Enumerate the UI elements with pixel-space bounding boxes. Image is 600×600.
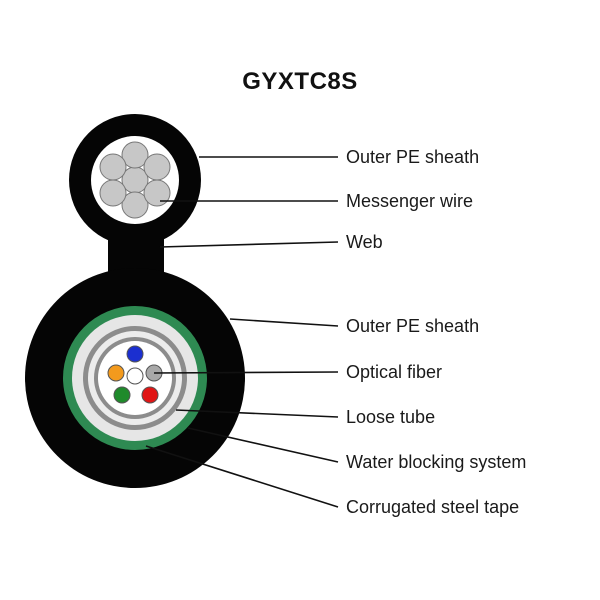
strand-bottom (121, 191, 149, 219)
leader-optical-fiber (153, 371, 339, 374)
messenger-wire-strands (99, 141, 171, 219)
strand-lower-left (99, 179, 127, 207)
leader-corrugated-steel-tape (145, 445, 339, 508)
label-corrugated-steel-tape: Corrugated steel tape (346, 497, 520, 517)
strand-upper-left (99, 153, 127, 181)
label-optical-fiber: Optical fiber (346, 362, 443, 382)
leader-loose-tube (175, 409, 339, 418)
fiber-white (126, 367, 144, 385)
optical-fibers (107, 345, 163, 404)
leader-web (159, 241, 339, 248)
fiber-blue (126, 345, 144, 363)
leader-outer-pe-sheath-bottom (229, 318, 339, 327)
label-outer-pe-sheath-top: Outer PE sheath (346, 147, 480, 167)
label-messenger-wire: Messenger wire (346, 191, 474, 211)
strand-upper-right (143, 153, 171, 181)
leader-water-blocking-system (187, 427, 339, 463)
label-outer-pe-sheath-bottom: Outer PE sheath (346, 316, 480, 336)
label-water-blocking-system: Water blocking system (346, 452, 527, 472)
strand-lower-right (143, 179, 171, 207)
fiber-green (113, 386, 131, 404)
label-web: Web (346, 232, 383, 252)
fiber-orange (107, 364, 125, 382)
diagram-title: GYXTC8S (242, 68, 358, 95)
fiber-red (141, 386, 159, 404)
strand-top (121, 141, 149, 169)
label-loose-tube: Loose tube (346, 407, 436, 427)
